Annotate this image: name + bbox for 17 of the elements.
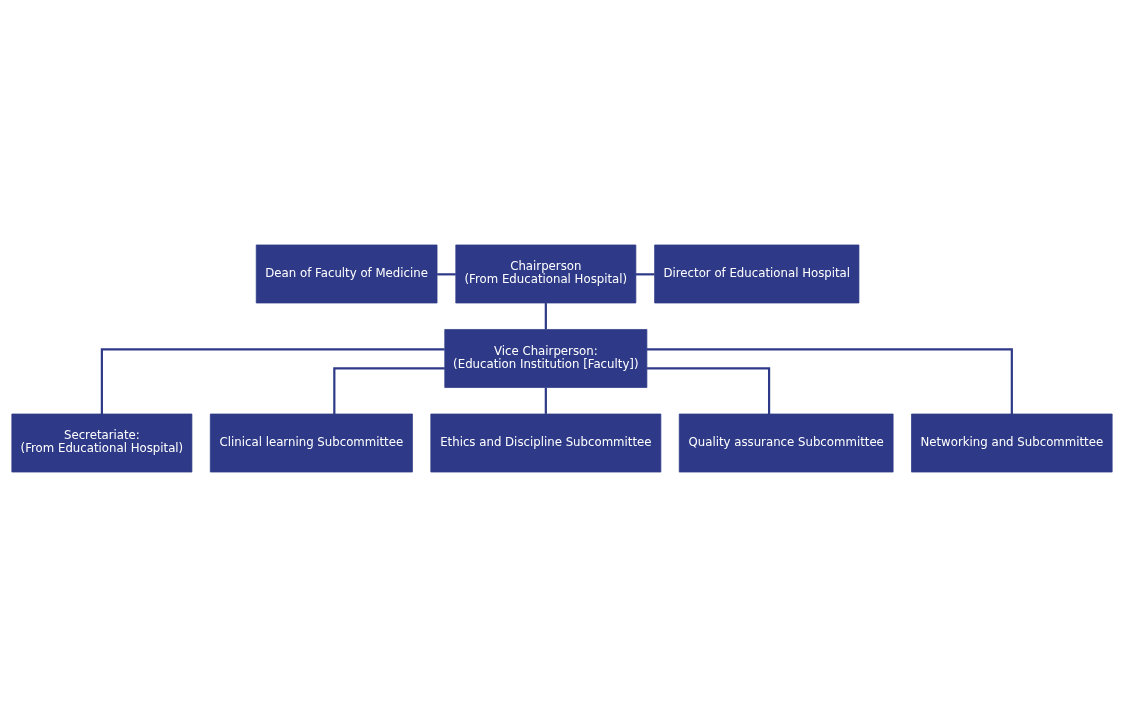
connector [100, 348, 445, 414]
connector [646, 348, 1013, 414]
connector [635, 273, 655, 276]
connector [333, 367, 445, 414]
node-box: Chairperson (From Educational Hospital) [455, 244, 637, 304]
connector [544, 387, 547, 414]
node-box: Secretariate: (From Educational Hospital) [11, 413, 193, 473]
node-box: Quality assurance Subcommittee [678, 413, 894, 473]
node-box: Dean of Faculty of Medicine [255, 244, 438, 304]
connector [647, 367, 771, 414]
node-box: Vice Chairperson: (Education Institution [Faculty]) [444, 329, 648, 388]
connector [437, 273, 456, 276]
node-box: Ethics and Discipline Subcommittee [430, 413, 662, 473]
node-box: Director of Educational Hospital [654, 244, 860, 304]
node-box: Clinical learning Subcommittee [209, 413, 413, 473]
connector [544, 303, 547, 330]
node-box: Networking and Subcommittee [911, 413, 1113, 473]
